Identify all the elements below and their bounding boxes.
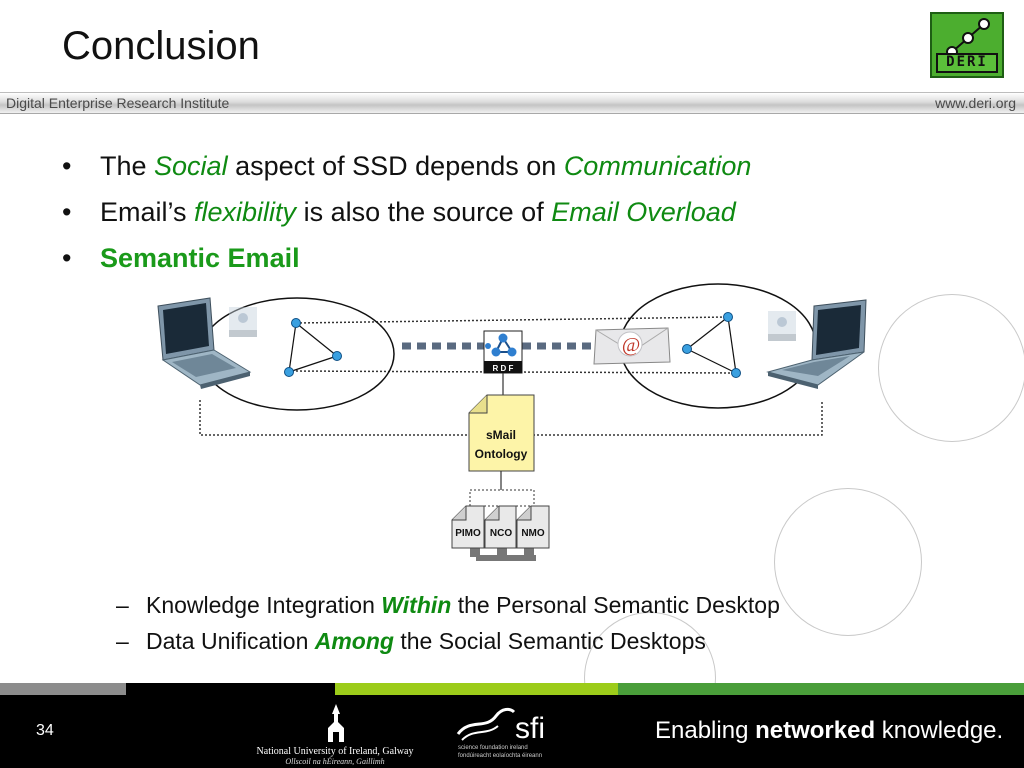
doc-label-nco: NCO (490, 528, 512, 539)
left-graph-icon (284, 318, 342, 377)
footer-tagline: Enabling networked knowledge. (655, 717, 1004, 744)
left-laptop-icon (157, 297, 252, 389)
sub-bullet-item: Data Unification Among the Social Semant… (116, 624, 780, 660)
at-sign-icon: @ (622, 334, 640, 356)
slide-title: Conclusion (62, 24, 260, 68)
deri-logo-graph-icon (946, 18, 990, 58)
rdf-faded-icon (229, 307, 257, 337)
rdf-faded-icon (768, 311, 796, 341)
color-strip-green (618, 683, 1024, 695)
bullet-item: Semantic Email (62, 238, 751, 284)
rdf-label: R D F (493, 364, 514, 373)
bullet-item: The Social aspect of SSD depends on Comm… (62, 146, 751, 192)
sfi-tagline: science foundation ireland (458, 745, 528, 751)
right-laptop-icon (766, 299, 867, 389)
color-strip-lime (335, 683, 618, 695)
docs-bracket (469, 489, 535, 507)
right-graph-icon (682, 312, 741, 378)
footer (0, 695, 1024, 768)
docs-base (476, 555, 536, 561)
dotted-link-top (295, 316, 729, 324)
university-crest-icon (328, 704, 344, 742)
bullet-list: The Social aspect of SSD depends on Comm… (62, 146, 751, 284)
sub-bullet-item: Knowledge Integration Within the Persona… (116, 588, 780, 624)
decor-circle (878, 294, 1024, 442)
color-strip-gray (0, 683, 126, 695)
decor-circle (774, 488, 922, 636)
logo-text: DERI (936, 53, 998, 73)
rdf-icon (483, 330, 523, 374)
nco-doc-icon (484, 505, 517, 557)
university-name: National University of Ireland, Galway (256, 746, 414, 757)
university-name-irish: Ollscoil na hÉireann, Gaillimh (285, 757, 385, 766)
sub-bullet-list: Knowledge Integration Within the Persona… (116, 588, 780, 660)
doc-label-nmo: NMO (521, 528, 545, 539)
email-envelope-icon (593, 327, 671, 365)
institute-name: Digital Enterprise Research Institute (6, 95, 230, 111)
ontology-label-line1: sMail (486, 428, 516, 442)
nmo-doc-icon (516, 505, 550, 557)
page-number: 34 (36, 722, 54, 739)
pimo-doc-icon (451, 505, 485, 557)
doc-label-pimo: PIMO (455, 528, 481, 539)
header-band: Digital Enterprise Research Institute ww… (0, 92, 1024, 114)
deri-logo: DERI (930, 12, 1004, 78)
sfi-logo-text: sfi (515, 712, 545, 745)
bullet-item: Email’s flexibility is also the source o… (62, 192, 751, 238)
color-strip-black (126, 683, 335, 695)
sfi-swirl-icon (456, 707, 516, 741)
sfi-tagline-irish: fondúireacht eolaíochta éireann (458, 753, 543, 759)
website-url: www.deri.org (935, 95, 1016, 111)
ontology-label-line2: Ontology (475, 447, 528, 461)
